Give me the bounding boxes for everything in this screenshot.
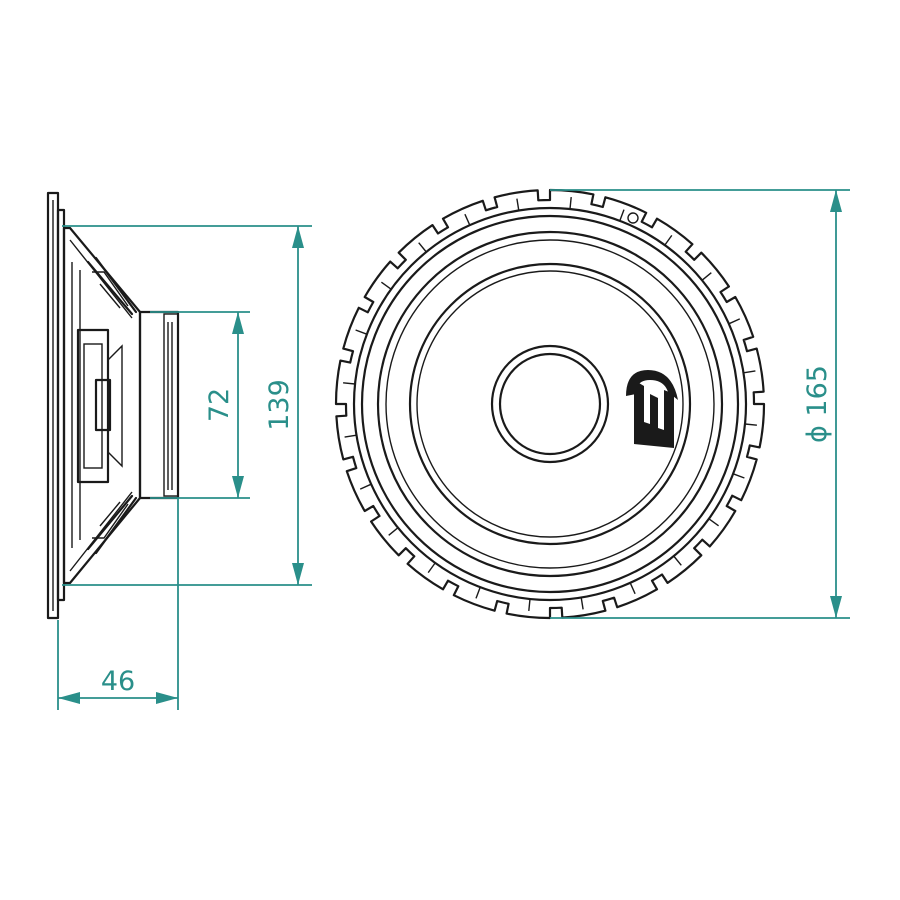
frame-notch xyxy=(475,586,481,599)
frame-notch xyxy=(388,527,399,536)
frame-outer-edge xyxy=(334,188,766,620)
brand-logo xyxy=(626,370,678,448)
frame-notch xyxy=(580,597,584,610)
frame-notch xyxy=(673,555,682,566)
frame-notch xyxy=(728,318,741,325)
frame-notch xyxy=(664,234,673,246)
dimension-arrows xyxy=(58,190,842,704)
frame-notch xyxy=(516,198,520,211)
frame-notch xyxy=(464,213,471,226)
dimension-label-139: 139 xyxy=(264,379,295,431)
frame-notch xyxy=(344,434,357,438)
dimension-label-46: 46 xyxy=(101,666,135,697)
frame-notch xyxy=(629,582,636,595)
surround-outer xyxy=(376,230,724,578)
front-view xyxy=(334,188,766,620)
frame-notch xyxy=(701,272,712,281)
dimension-label-165: ϕ 165 xyxy=(802,365,833,443)
side-view xyxy=(46,191,180,620)
frame-notch xyxy=(528,598,531,611)
dimension-lines xyxy=(57,189,850,710)
frame-notch xyxy=(355,329,368,335)
frame-notch xyxy=(427,562,436,574)
dust-cap-outer xyxy=(490,344,610,464)
frame-notch xyxy=(343,382,356,385)
frame-notch xyxy=(359,483,372,490)
frame-ring xyxy=(352,206,748,602)
terminal-hole xyxy=(627,212,639,224)
frame-notch xyxy=(619,209,625,222)
dust-cap-inner xyxy=(498,352,602,456)
frame-notch xyxy=(708,518,720,527)
cone-edge xyxy=(408,262,692,546)
frame-notch xyxy=(418,242,427,253)
pole-assembly xyxy=(76,328,110,484)
frame-notch xyxy=(569,197,572,210)
basket-spokes xyxy=(86,256,138,555)
dimension-label-72: 72 xyxy=(204,388,235,422)
frame-notch xyxy=(744,423,757,426)
frame-notch xyxy=(732,473,745,479)
frame-inner-ring xyxy=(360,214,740,594)
frame-notch xyxy=(380,281,392,290)
frame-notch xyxy=(743,370,756,374)
